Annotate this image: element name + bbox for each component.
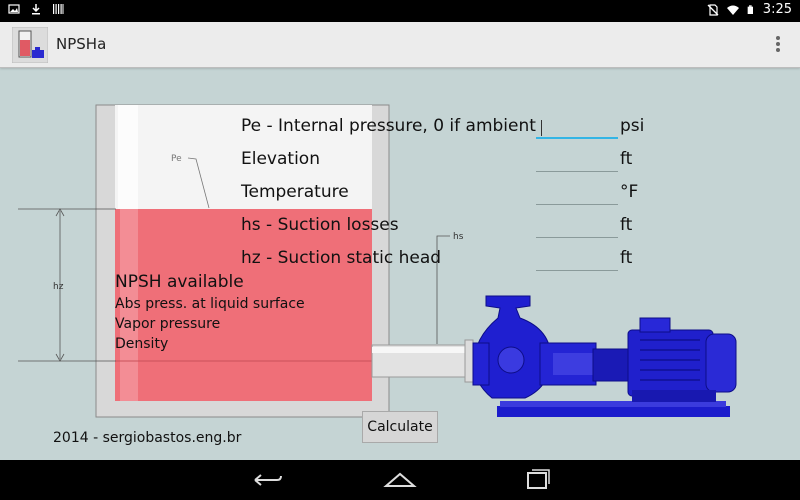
credit-text: 2014 - sergiobastos.eng.br [53, 430, 242, 446]
pe-unit: psi [620, 116, 645, 136]
hz-input[interactable] [536, 249, 618, 271]
battery-icon [747, 4, 753, 14]
wifi-icon [726, 5, 739, 15]
content-area: Pe hz hs [0, 68, 800, 460]
pe-input[interactable] [536, 117, 618, 139]
home-icon[interactable] [380, 468, 420, 492]
hs-unit: ft [620, 215, 633, 235]
hz-unit: ft [620, 248, 633, 268]
pump-assembly [472, 295, 737, 417]
hz-field-label: hz - Suction static head [241, 248, 442, 268]
elevation-field-label: Elevation [241, 149, 320, 169]
temperature-field-label: Temperature [241, 182, 349, 202]
barcode-icon [53, 4, 64, 14]
pe-field-label: Pe - Internal pressure, 0 if ambient [241, 116, 536, 136]
hz-label: hz [53, 282, 64, 292]
app-title: NPSHa [56, 35, 107, 53]
liquid-highlight [120, 209, 138, 401]
text-cursor [541, 120, 542, 136]
tank-highlight [118, 105, 138, 209]
temperature-input[interactable] [536, 183, 618, 205]
tank-pump-icon[interactable] [12, 27, 48, 63]
abs-press-result: Abs press. at liquid surface [115, 296, 305, 312]
hs-field-label: hs - Suction losses [241, 215, 399, 235]
tank-liquid [115, 209, 372, 401]
elevation-input[interactable] [536, 150, 618, 172]
npsh-diagram: Pe hz hs [18, 104, 737, 418]
back-icon[interactable] [245, 468, 285, 492]
no-sim-icon [707, 3, 719, 16]
pipe-flange [464, 339, 474, 383]
npsh-available-title: NPSH available [115, 272, 244, 292]
image-icon [8, 4, 20, 14]
vapor-pressure-result: Vapor pressure [115, 316, 221, 332]
recent-apps-icon[interactable] [516, 468, 556, 492]
calculate-button[interactable]: Calculate [362, 411, 438, 443]
hs-input[interactable] [536, 216, 618, 238]
elevation-unit: ft [620, 149, 633, 169]
download-icon [32, 4, 40, 15]
navigation-bar [0, 460, 800, 500]
temperature-unit: °F [620, 182, 639, 202]
results-block: NPSH available Abs press. at liquid surf… [115, 272, 305, 356]
status-bar: 3:25 [0, 0, 800, 22]
hs-label: hs [453, 232, 464, 242]
action-bar: NPSHa [0, 22, 800, 68]
status-time: 3:25 [762, 2, 792, 17]
density-result: Density [115, 336, 169, 352]
overflow-menu-icon[interactable] [774, 34, 782, 56]
pe-label: Pe [171, 154, 182, 164]
